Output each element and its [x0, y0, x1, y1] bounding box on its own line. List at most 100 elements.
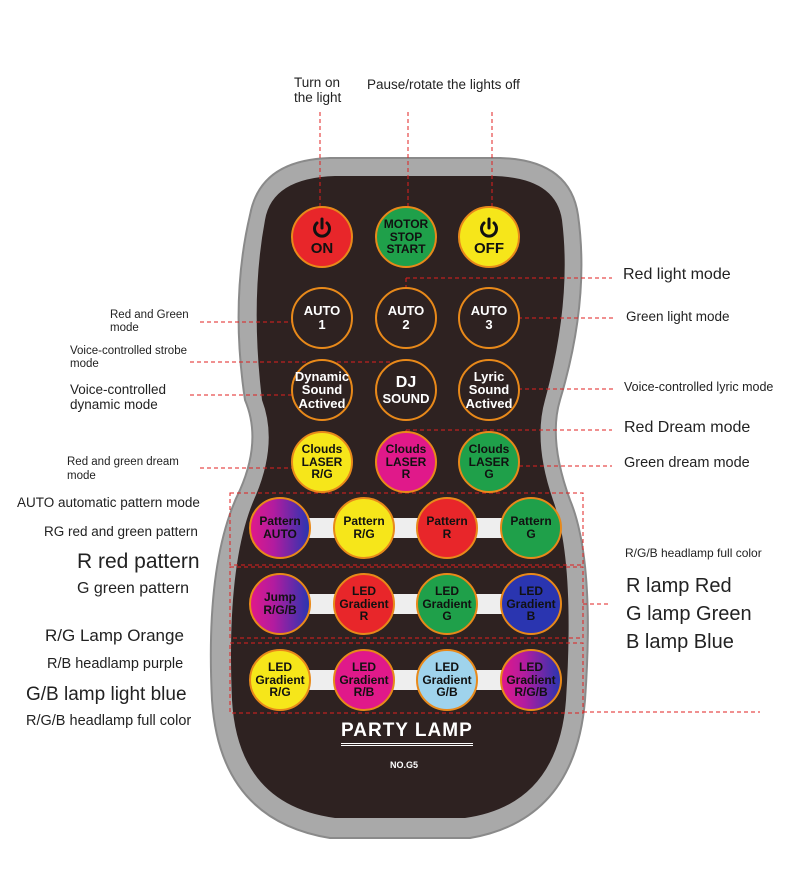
- button-label: Actived: [298, 395, 346, 411]
- button-label: R: [359, 609, 369, 624]
- button-label: R/B: [353, 685, 375, 700]
- label-red-green-2: mode: [110, 322, 139, 334]
- button-label: G/B: [436, 685, 458, 700]
- button-label: Lyric: [473, 368, 505, 384]
- button-label: Gradient: [506, 596, 556, 611]
- label-strobe: Voice-controlled strobe: [70, 345, 187, 357]
- button-label: R: [401, 467, 411, 482]
- button-label: LED: [352, 584, 376, 599]
- button-label: LED: [435, 660, 459, 675]
- button-label: R/G: [269, 685, 291, 700]
- label-green-dream: Green dream mode: [624, 455, 750, 471]
- button-label: DJ: [395, 373, 417, 391]
- button-label: OFF: [474, 240, 504, 258]
- remote-title: PARTY LAMP: [341, 720, 473, 746]
- button-label: LED: [435, 584, 459, 599]
- label-rg-orange: R/G Lamp Orange: [45, 626, 184, 645]
- button-label: G: [526, 527, 536, 541]
- remote-button[interactable]: OFF: [458, 206, 520, 268]
- button-label: AUTO: [263, 527, 297, 541]
- button-label: Gradient: [422, 596, 472, 611]
- model-number: NO.G5: [390, 760, 419, 770]
- button-label: Dynamic: [294, 368, 350, 384]
- label-auto-pattern: AUTO automatic pattern mode: [17, 495, 200, 510]
- label-dynamic: Voice-controlled: [70, 382, 167, 397]
- button-label: R/G: [353, 527, 375, 541]
- label-strobe-2: mode: [70, 358, 99, 370]
- button-label: START: [386, 242, 426, 257]
- button-label: LASER: [301, 454, 343, 469]
- button-label: AUTO: [470, 303, 508, 319]
- button-label: R: [442, 527, 452, 541]
- button-label: 1: [318, 317, 326, 332]
- label-green-light: Green light mode: [626, 309, 730, 324]
- label-g-lamp: G lamp Green: [626, 603, 752, 625]
- button-label: Pattern: [343, 514, 385, 529]
- button-label: 2: [402, 317, 410, 332]
- label-rgb-full: R/G/B headlamp full color: [625, 546, 762, 560]
- button-label: R/G/B: [514, 685, 548, 700]
- label-rg-dream: Red and green dream: [67, 456, 179, 468]
- power-icon: [478, 217, 500, 242]
- button-label: AUTO: [387, 303, 425, 319]
- button-label: Actived: [465, 395, 513, 411]
- button-label: Clouds: [301, 442, 343, 457]
- button-label: Sound: [468, 382, 510, 398]
- button-label: Sound: [301, 382, 343, 398]
- button-label: R/G: [311, 467, 333, 482]
- label-rg-dream-2: mode: [67, 470, 96, 482]
- button-label: Gradient: [255, 672, 305, 687]
- button-label: Pattern: [259, 514, 301, 529]
- label-rb-purple: R/B headlamp purple: [47, 656, 184, 672]
- button-label: Jump: [263, 590, 296, 605]
- button-label: G: [484, 467, 494, 482]
- label-pause: Pause/rotate the lights off: [367, 77, 520, 92]
- label-rg-pattern: RG red and green pattern: [44, 524, 198, 539]
- label-lyric: Voice-controlled lyric mode: [624, 380, 774, 394]
- label-b-lamp: B lamp Blue: [626, 631, 734, 653]
- button-label: STOP: [389, 229, 423, 244]
- button-label: G: [442, 609, 452, 624]
- button-label: MOTOR: [383, 217, 429, 232]
- label-dynamic-2: dynamic mode: [70, 397, 158, 412]
- label-g-pattern: G green pattern: [77, 580, 190, 597]
- button-label: Gradient: [339, 596, 389, 611]
- button-label: Pattern: [426, 514, 468, 529]
- label-gb-blue: G/B lamp light blue: [26, 684, 187, 705]
- button-label: R/G/B: [263, 603, 297, 617]
- button-label: Gradient: [422, 672, 472, 687]
- label-red-dream: Red Dream mode: [624, 419, 751, 436]
- label-r-lamp: R lamp Red: [626, 575, 732, 597]
- button-label: LED: [519, 584, 543, 599]
- remote-button[interactable]: ON: [291, 206, 353, 268]
- button-label: Pattern: [510, 514, 552, 529]
- button-label: LED: [268, 660, 292, 675]
- button-label: LASER: [385, 454, 427, 469]
- label-turn-on-2: the light: [294, 90, 342, 105]
- button-label: Clouds: [385, 442, 427, 457]
- button-label: 3: [485, 317, 493, 332]
